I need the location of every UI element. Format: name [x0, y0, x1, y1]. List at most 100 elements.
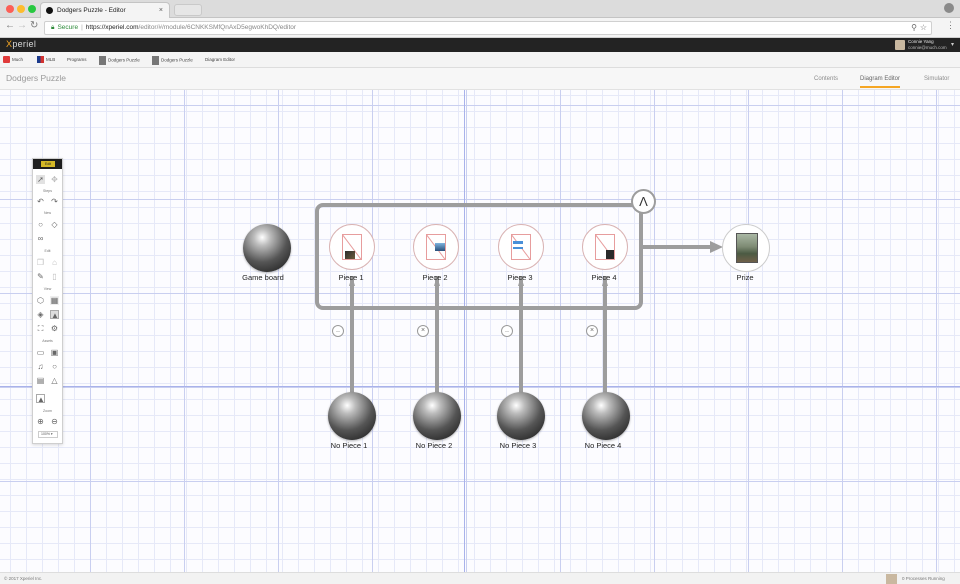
tab-contents[interactable]: Contents	[814, 76, 839, 82]
gallery-icon[interactable]: ▣	[50, 348, 59, 357]
calendar-icon[interactable]: ▤	[36, 376, 45, 385]
profile-icon[interactable]	[944, 3, 954, 13]
piece-1-node[interactable]	[329, 224, 375, 270]
cube-icon[interactable]: ⬡	[37, 296, 44, 305]
prize-label: Prize	[736, 273, 754, 282]
diagram-canvas[interactable]	[0, 90, 960, 572]
grid-view-icon[interactable]: ▦	[50, 296, 59, 305]
close-window-button[interactable]	[6, 5, 14, 13]
tab-diagram-editor[interactable]: Diagram Editor	[860, 76, 901, 88]
game-board-label: Game board	[242, 273, 284, 282]
image-view-icon[interactable]: ▲	[50, 310, 59, 320]
breadcrumb-item-programs[interactable]: Programs	[67, 57, 87, 62]
pan-icon[interactable]: ✥	[51, 175, 58, 184]
browser-menu-icon[interactable]: ⋮	[946, 20, 955, 30]
section-assets: Assets	[42, 339, 53, 343]
copy-icon[interactable]: ❐	[36, 258, 45, 267]
piece-2-thumbnail	[435, 243, 445, 251]
image-asset-icon[interactable]: ▲	[36, 394, 45, 404]
fit-screen-icon[interactable]: ⛶	[37, 324, 44, 333]
piece-2-label: Piece 2	[422, 273, 448, 282]
section-view: View	[43, 287, 52, 291]
no-piece-3-node[interactable]	[497, 392, 545, 440]
search-icon[interactable]: ⚲	[911, 23, 917, 32]
app-header: Xperiel Connie Yang connie@much.com ▾	[0, 38, 960, 52]
tab-simulator[interactable]: Simulator	[924, 76, 950, 82]
breadcrumb-item-dodgers-puzzle[interactable]: Dodgers Puzzle	[99, 56, 140, 65]
page-title: Dodgers Puzzle	[6, 73, 67, 83]
piece-2-node[interactable]	[413, 224, 459, 270]
breadcrumb-item-dodgers-puzzle-module[interactable]: Dodgers Puzzle	[152, 56, 193, 65]
breadcrumb-item-diagram-editor[interactable]: Diagram Editor	[205, 57, 236, 62]
user-avatar[interactable]	[895, 40, 905, 50]
close-tab-icon[interactable]: ×	[158, 7, 163, 14]
folder-icon[interactable]: ▭	[36, 348, 45, 357]
piece-2-gate[interactable]: ×	[417, 325, 429, 337]
no-piece-4-label: No Piece 4	[584, 441, 622, 450]
xperiel-logo[interactable]: Xperiel	[6, 39, 37, 49]
browser-tab[interactable]: Dodgers Puzzle - Editor ×	[40, 2, 170, 18]
lock-icon[interactable]: ⌂	[52, 258, 57, 267]
chevron-down-icon[interactable]: ▾	[951, 42, 955, 48]
edit-mode-badge[interactable]: Edit	[41, 161, 55, 167]
piece-3-gate[interactable]: —	[501, 325, 513, 337]
status-avatar	[886, 574, 897, 584]
prize-image	[736, 233, 758, 263]
breadcrumb-item-mlb[interactable]: MLB	[37, 56, 55, 64]
tool-palette: Edit ➚ ✥ Steps ↶ ↷ New ○ ◇ ∞ Edit ❐ ⌂ ✎ …	[32, 158, 63, 444]
piece-4-gate[interactable]: ×	[586, 325, 598, 337]
image-placeholder-icon	[426, 234, 446, 260]
url-input[interactable]: 🔒︎Secure|https://xperiel.com/editor/#/mo…	[44, 21, 932, 35]
maximize-window-button[interactable]	[28, 5, 36, 13]
zoom-out-icon[interactable]: ⊖	[51, 417, 58, 426]
module-icon	[152, 56, 159, 65]
bell-icon[interactable]: ♫	[37, 362, 44, 371]
breadcrumb-item-much[interactable]: Much	[3, 56, 23, 64]
piece-4-node[interactable]	[582, 224, 628, 270]
back-arrow-icon[interactable]: ←	[5, 20, 15, 31]
layers-icon[interactable]: ◈	[37, 310, 44, 319]
pointer-icon[interactable]: ➚	[36, 175, 45, 184]
no-piece-2-node[interactable]	[413, 392, 461, 440]
and-gate-node[interactable]: Λ	[631, 189, 656, 214]
breadcrumb: Much MLB Programs Dodgers Puzzle Dodgers…	[0, 52, 960, 68]
piece-3-thumbnail	[513, 241, 523, 249]
prize-node[interactable]	[722, 224, 770, 272]
new-circle-node-icon[interactable]: ○	[38, 220, 43, 229]
piece-3-node[interactable]	[498, 224, 544, 270]
trash-icon[interactable]: ▯	[52, 272, 57, 281]
new-link-icon[interactable]: ∞	[37, 234, 44, 243]
bookmark-star-icon[interactable]: ☆	[919, 23, 927, 32]
settings-icon[interactable]: ⚙	[50, 324, 59, 333]
section-new: New	[43, 211, 51, 215]
zoom-in-icon[interactable]: ⊕	[37, 417, 44, 426]
no-piece-1-node[interactable]	[328, 392, 376, 440]
browser-tab-bar: Dodgers Puzzle - Editor ×	[0, 0, 960, 18]
piece-3-label: Piece 3	[507, 273, 533, 282]
favicon-icon	[46, 7, 53, 14]
pencil-icon[interactable]: ✎	[37, 272, 44, 281]
warning-icon[interactable]: △	[51, 376, 58, 385]
section-zoom: Zoom	[43, 409, 52, 413]
section-edit: Edit	[44, 249, 51, 253]
new-diamond-node-icon[interactable]: ◇	[51, 220, 58, 229]
redo-icon[interactable]: ↷	[51, 197, 58, 206]
program-icon	[99, 56, 106, 65]
user-email: connie@much.com	[908, 45, 947, 50]
no-piece-4-node[interactable]	[582, 392, 630, 440]
zoom-select[interactable]: 100% ▾	[38, 431, 58, 438]
piece-4-thumbnail	[606, 250, 614, 259]
tool-palette-header[interactable]: Edit	[33, 159, 62, 169]
processes-status[interactable]: 0 Processes Running	[902, 576, 945, 581]
new-tab-button[interactable]	[174, 4, 202, 16]
game-board-node[interactable]	[243, 224, 291, 272]
forward-arrow-icon[interactable]: →	[17, 20, 27, 31]
minimize-window-button[interactable]	[17, 5, 25, 13]
user-name: Connie Yang	[908, 39, 934, 44]
reload-icon[interactable]: ↻	[30, 20, 39, 31]
image-placeholder-icon	[342, 234, 362, 260]
canvas-axis-vertical	[464, 90, 465, 572]
undo-icon[interactable]: ↶	[37, 197, 44, 206]
piece-1-gate[interactable]: —	[332, 325, 344, 337]
shape-circle-icon[interactable]: ○	[52, 362, 57, 371]
